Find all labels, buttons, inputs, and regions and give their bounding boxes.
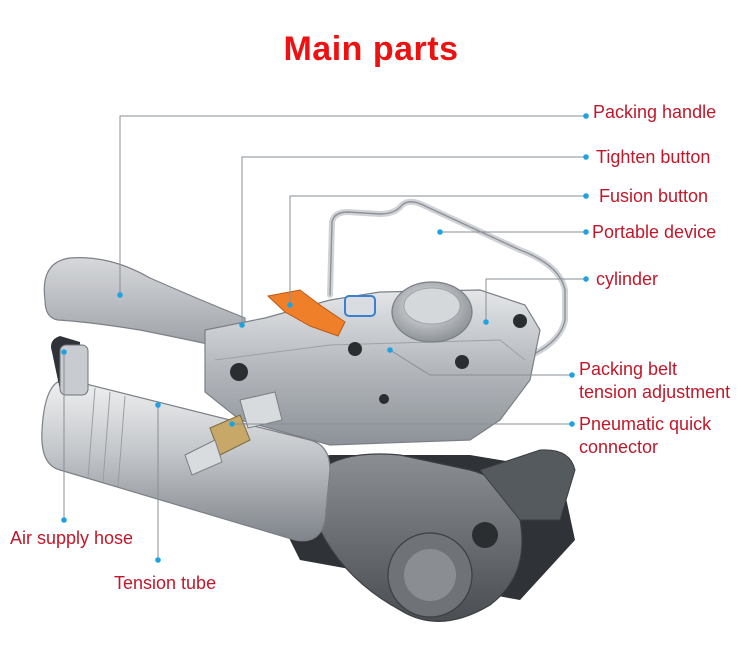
tool-illustration bbox=[41, 198, 576, 622]
label-packing-belt-line2: tension adjustment bbox=[579, 382, 731, 402]
leader-packing-belt bbox=[389, 349, 572, 376]
label-pneumatic: Pneumatic quick connector bbox=[579, 413, 711, 459]
label-packing-handle: Packing handle bbox=[593, 102, 717, 122]
leader-cylinder bbox=[485, 278, 586, 322]
tension-tube-shape bbox=[41, 379, 331, 542]
leader-dots bbox=[61, 113, 589, 563]
pneumatic-connector-shape bbox=[184, 391, 283, 476]
label-portable-device: Portable device bbox=[592, 222, 717, 242]
label-pneumatic-line2: connector bbox=[579, 437, 659, 457]
label-tension-tube: Tension tube bbox=[114, 573, 217, 593]
tighten-lever bbox=[266, 289, 346, 337]
label-packing-belt: Packing belt tension adjustment bbox=[579, 358, 730, 404]
leader-fusion-button bbox=[289, 195, 586, 305]
label-pneumatic-line1: Pneumatic quick bbox=[579, 414, 712, 434]
label-packing-belt-line1: Packing belt bbox=[579, 359, 678, 379]
leader-lines bbox=[63, 115, 586, 560]
leader-tighten-button bbox=[241, 156, 586, 325]
label-tighten-button: Tighten button bbox=[596, 147, 711, 167]
page-title: Main parts bbox=[283, 30, 459, 68]
label-fusion-button: Fusion button bbox=[599, 186, 709, 206]
leader-packing-handle bbox=[119, 115, 586, 295]
label-cylinder: cylinder bbox=[596, 269, 659, 289]
label-air-supply-hose: Air supply hose bbox=[10, 528, 134, 548]
fusion-button-shape bbox=[344, 295, 376, 317]
